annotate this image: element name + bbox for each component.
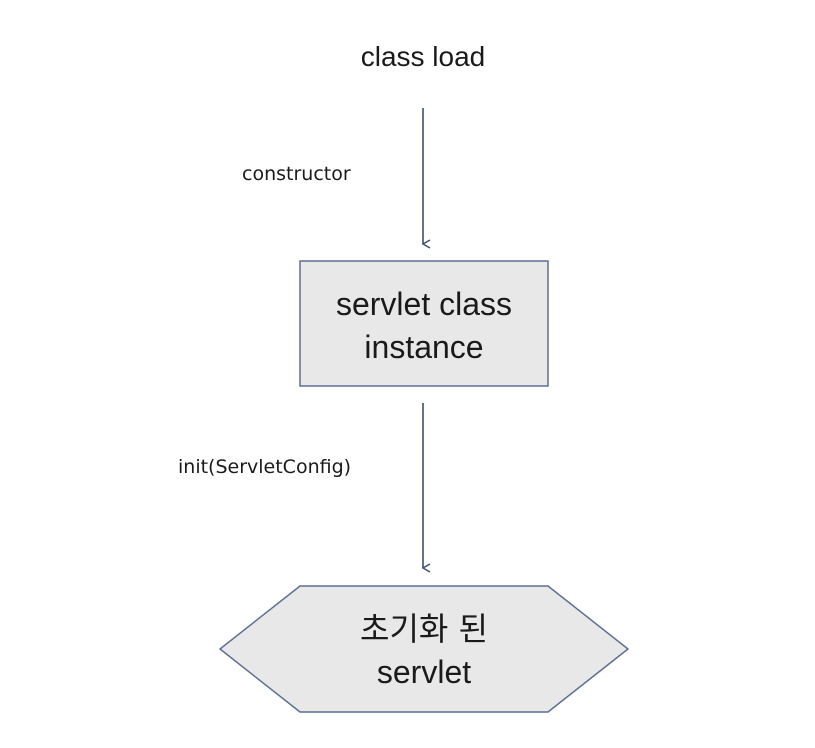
initialized-servlet-hexagon [218, 585, 630, 713]
initialized-servlet-line1: 초기화 된 [360, 610, 488, 648]
init-label: init(ServletConfig) [178, 456, 351, 478]
servlet-instance-line2: instance [364, 329, 483, 365]
initialized-servlet-line2: servlet [377, 654, 471, 690]
servlet-instance-box [299, 260, 549, 387]
constructor-label: constructor [242, 163, 351, 185]
class-load-label: class load [361, 41, 486, 72]
servlet-instance-line1: servlet class [336, 286, 512, 322]
